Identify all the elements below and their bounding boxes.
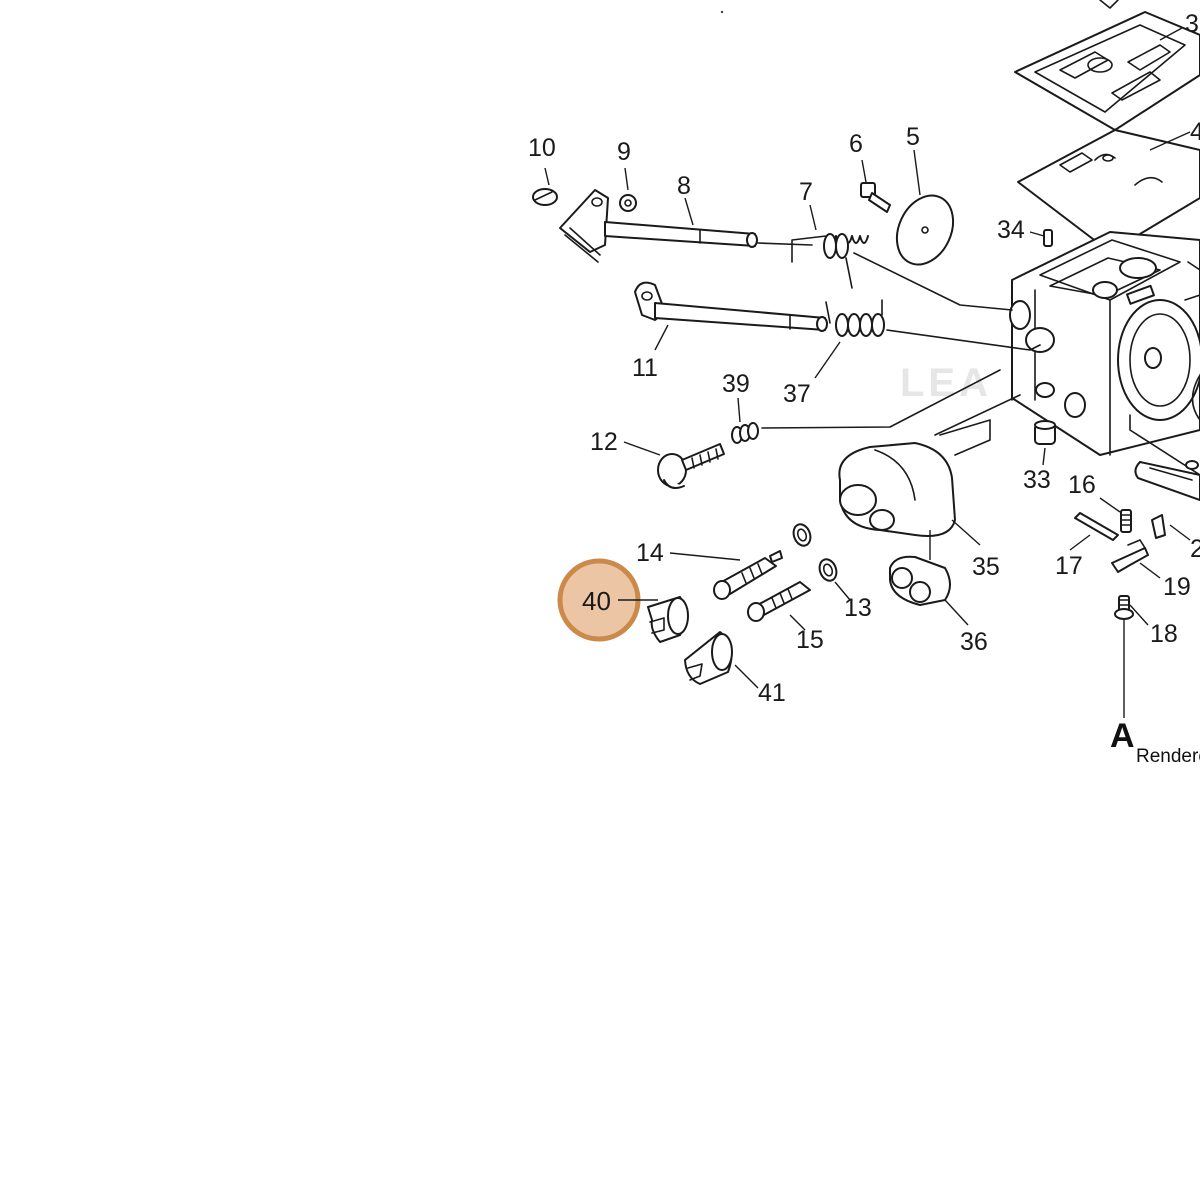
part-label-12: 12 [590, 428, 618, 456]
part-label-10: 10 [528, 134, 556, 162]
part-label-13: 13 [844, 594, 872, 622]
carburetor-body[interactable] [1009, 231, 1200, 456]
part-label-3: 3 [1185, 10, 1199, 38]
part-label-18: 18 [1150, 620, 1178, 648]
part-label-9: 9 [617, 138, 631, 166]
part-14-adjust-needle[interactable] [713, 550, 783, 600]
part-18-screw[interactable] [1114, 595, 1134, 620]
part-35-filter-block[interactable] [838, 442, 956, 537]
part-label-17: 17 [1055, 552, 1083, 580]
part-label-37: 37 [783, 380, 811, 408]
part-label-19: 19 [1163, 573, 1191, 601]
part-39-spring[interactable] [731, 422, 759, 444]
part-label-2: 2 [1190, 535, 1200, 563]
view-caption: Rendere [1136, 746, 1200, 767]
part-15-adjust-needle[interactable] [747, 581, 811, 622]
part-label-16: 16 [1068, 471, 1096, 499]
part-16-spring[interactable] [1120, 509, 1132, 533]
part-7-spring[interactable] [757, 233, 869, 289]
part-5-throttle-plate[interactable] [886, 186, 964, 273]
part-41-limiter-cap[interactable] [684, 631, 733, 685]
part-label-41: 41 [758, 679, 786, 707]
part-6-screw[interactable] [860, 182, 891, 213]
part-gasket-strip[interactable] [1134, 460, 1200, 501]
part-37-spring[interactable] [825, 299, 885, 337]
part-label-36: 36 [960, 628, 988, 656]
part-label-34: 34 [997, 216, 1025, 244]
view-marker-a: A [1110, 717, 1135, 755]
part-3-gasket[interactable] [1014, 0, 1200, 131]
part-label-15: 15 [796, 626, 824, 654]
part-34-pin[interactable] [1043, 229, 1053, 247]
part-40-limiter-cap[interactable] [647, 596, 689, 643]
highlight-part-40[interactable]: 40 [557, 558, 641, 642]
part-2-inlet-needle[interactable] [1151, 514, 1166, 539]
part-33-plug[interactable] [1034, 420, 1056, 445]
part-11-choke-shaft[interactable] [634, 281, 828, 332]
part-9-washer[interactable] [619, 194, 637, 212]
part-label-14: 14 [636, 539, 664, 567]
part-10-screw[interactable] [532, 188, 558, 206]
part-label-6: 6 [849, 130, 863, 158]
part-13-washer[interactable] [817, 557, 840, 583]
part-label-8: 8 [677, 172, 691, 200]
part-label-39: 39 [722, 370, 750, 398]
part-label-33: 33 [1023, 466, 1051, 494]
part-12-idle-screw[interactable] [657, 443, 725, 489]
part-label-11: 11 [632, 354, 658, 382]
part-label-5: 5 [906, 123, 920, 151]
highlight-label-40: 40 [582, 586, 611, 616]
part-13-washer-upper[interactable] [791, 522, 814, 548]
part-17-lever-pin[interactable] [1074, 512, 1119, 541]
part-19-control-lever[interactable] [1111, 539, 1149, 573]
part-36-spacer-block[interactable] [889, 555, 951, 606]
part-label-7: 7 [799, 178, 813, 206]
stray-mark [720, 10, 724, 14]
part-label-4: 4 [1190, 118, 1200, 146]
part-label-35: 35 [972, 553, 1000, 581]
part-8-throttle-shaft[interactable] [559, 189, 758, 263]
